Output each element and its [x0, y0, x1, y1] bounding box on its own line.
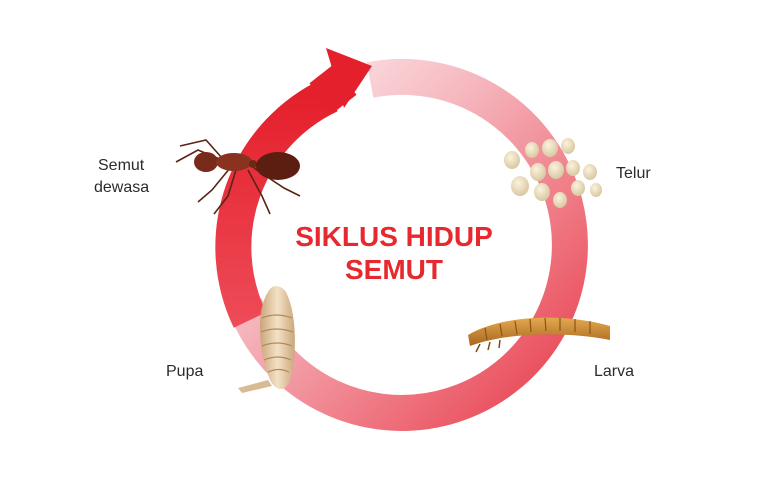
stage-label-adult-line2: dewasa — [94, 179, 149, 196]
diagram-title-line1: SIKLUS HIDUP — [295, 221, 493, 252]
stage-label-pupa: Pupa — [166, 363, 203, 380]
eggs-illustration — [504, 138, 602, 208]
diagram-title-line2: SEMUT — [345, 254, 443, 285]
cycle-ring-left — [215, 78, 338, 328]
pupa-illustration — [238, 286, 295, 393]
larva-illustration — [468, 317, 610, 353]
stage-label-larva: Larva — [594, 363, 634, 380]
stage-label-egg: Telur — [616, 165, 651, 182]
stage-label-adult-line1: Semut — [98, 157, 145, 174]
cycle-arrowhead — [326, 48, 372, 108]
ant-illustration — [175, 139, 301, 215]
